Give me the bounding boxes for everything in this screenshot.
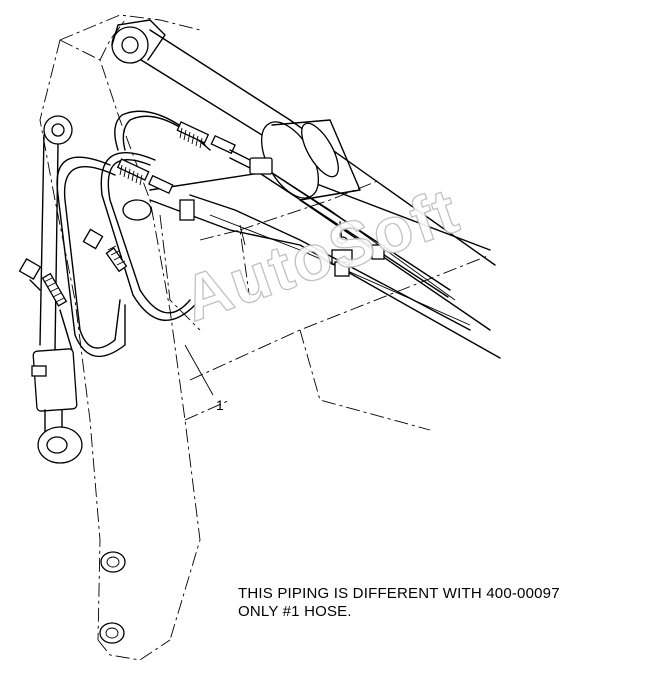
callout-1-leader [184,344,214,396]
boom-cylinder [111,19,496,331]
arm-cylinder [31,115,83,464]
pivot-holes [99,199,152,644]
callout-1: 1 [216,397,224,413]
piping-note-line-2: ONLY #1 HOSE. [238,603,352,620]
steel-pipes [179,149,471,331]
piping-note-line-1: THIS PIPING IS DIFFERENT WITH 400-00097 [238,585,560,602]
piping-note: THIS PIPING IS DIFFERENT WITH 400-00097 … [238,585,560,621]
hose-loops [56,110,211,358]
hose-fittings [18,121,236,351]
